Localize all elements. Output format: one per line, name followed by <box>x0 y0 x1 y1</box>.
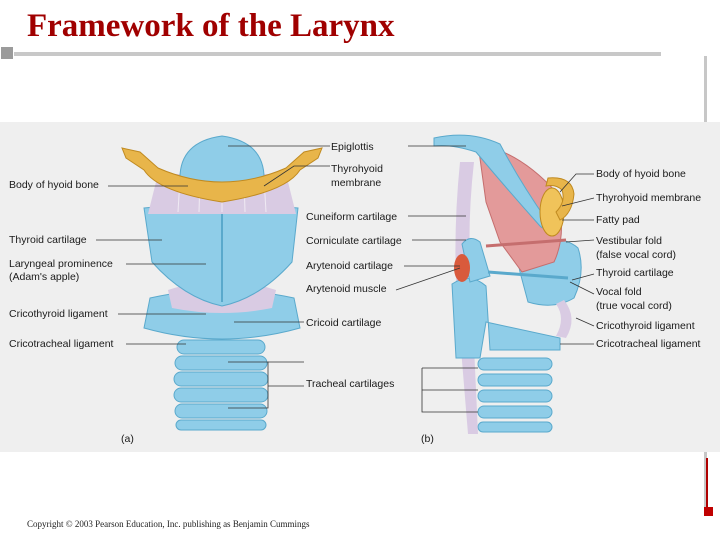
label-epiglottis: Epiglottis <box>331 141 374 153</box>
slide-title: Framework of the Larynx <box>27 8 395 44</box>
label-fatty-pad: Fatty pad <box>596 214 640 226</box>
label-arytenoid-cartilage: Arytenoid cartilage <box>306 260 393 272</box>
vocal-fold-b <box>487 270 569 280</box>
label-laryngeal-prominence-line1: Laryngeal prominence <box>9 258 113 270</box>
label-thyrohyoid-membrane-line1-a: Thyrohyoid <box>331 163 383 175</box>
label-thyroid-cartilage-b: Thyroid cartilage <box>596 267 674 279</box>
caption-panel-b: (b) <box>421 433 434 445</box>
label-thyrohyoid-membrane-line2-a: membrane <box>331 177 382 189</box>
label-corniculate-cartilage: Corniculate cartilage <box>306 235 402 247</box>
epiglottis-a <box>179 135 265 183</box>
label-thyroid-cartilage-a: Thyroid cartilage <box>9 234 87 246</box>
label-vocal-fold-line2: (true vocal cord) <box>596 300 672 312</box>
label-arytenoid-muscle: Arytenoid muscle <box>306 283 387 295</box>
label-body-of-hyoid-bone-a: Body of hyoid bone <box>9 179 99 191</box>
larynx-illustration <box>96 134 595 434</box>
panel-a-anterior-view <box>121 135 323 431</box>
tracheal-rings-a <box>173 339 269 431</box>
title-underline <box>14 52 661 56</box>
label-thyrohyoid-membrane-b: Thyrohyoid membrane <box>596 192 702 204</box>
label-cricothyroid-ligament-a: Cricothyroid ligament <box>9 308 108 320</box>
corner-accent-square <box>704 507 713 516</box>
label-laryngeal-prominence-line2: (Adam's apple) <box>9 271 80 283</box>
hyoid-bone-b <box>545 177 575 221</box>
title-accent-square <box>1 47 13 59</box>
tracheal-rings-b <box>477 357 553 433</box>
label-cricotracheal-ligament-b: Cricotracheal ligament <box>596 338 701 350</box>
vestibular-fold-b <box>485 238 567 248</box>
arytenoid-muscle-b <box>454 254 470 282</box>
label-cuneiform-cartilage: Cuneiform cartilage <box>306 211 398 223</box>
copyright-notice: Copyright © 2003 Pearson Education, Inc.… <box>27 519 310 529</box>
label-cricoid-cartilage: Cricoid cartilage <box>306 317 382 329</box>
hyoid-bone-a <box>121 147 323 203</box>
label-cricotracheal-ligament-a: Cricotracheal ligament <box>9 338 114 350</box>
larynx-figure: Body of hyoid bone Thyroid cartilage Lar… <box>0 122 720 452</box>
label-vestibular-fold-line1: Vestibular fold <box>596 235 662 247</box>
label-body-of-hyoid-bone-b: Body of hyoid bone <box>596 168 686 180</box>
label-vestibular-fold-line2: (false vocal cord) <box>596 249 676 261</box>
caption-panel-a: (a) <box>121 433 134 445</box>
side-rule-accent <box>706 458 708 510</box>
label-tracheal-cartilages: Tracheal cartilages <box>306 378 395 390</box>
label-vocal-fold-line1: Vocal fold <box>596 286 642 298</box>
leader-lines <box>96 145 595 413</box>
label-cricothyroid-ligament-b: Cricothyroid ligament <box>596 320 695 332</box>
panel-b-sagittal-view <box>433 134 582 434</box>
